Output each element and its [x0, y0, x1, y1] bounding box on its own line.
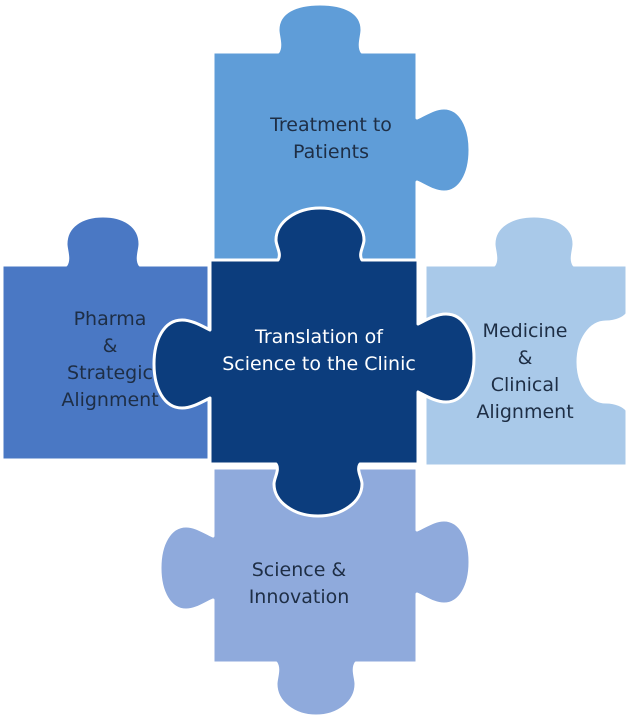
right-piece-line: Clinical — [490, 374, 560, 396]
left-piece-line: & — [102, 335, 118, 357]
left-piece-label: Pharma & Strategic Alignment — [61, 306, 158, 414]
top-piece — [211, 2, 472, 264]
left-piece — [0, 214, 211, 462]
bottom-piece-label: Science & Innovation — [249, 557, 350, 611]
left-piece-line: Alignment — [61, 389, 159, 411]
center-piece-label: Translation of Science to the Clinic — [222, 324, 416, 378]
right-piece-line: Alignment — [476, 401, 574, 423]
top-piece-line: Patients — [292, 141, 370, 163]
right-piece-label: Medicine & Clinical Alignment — [476, 318, 573, 426]
center-piece-line: Science to the Clinic — [222, 353, 416, 375]
center-piece — [152, 206, 476, 518]
top-piece-label: Treatment to Patients — [270, 112, 392, 166]
bottom-piece-line: Science & — [251, 559, 347, 581]
right-piece-line: & — [517, 347, 533, 369]
left-piece-line: Strategic — [67, 362, 153, 384]
right-piece — [423, 214, 629, 468]
bottom-piece — [158, 466, 472, 718]
left-piece-line: Pharma — [73, 308, 147, 330]
right-piece-line: Medicine — [482, 320, 568, 342]
top-piece-line: Treatment to — [270, 114, 392, 136]
bottom-piece-line: Innovation — [248, 586, 350, 608]
center-piece-line: Translation of — [255, 326, 383, 348]
